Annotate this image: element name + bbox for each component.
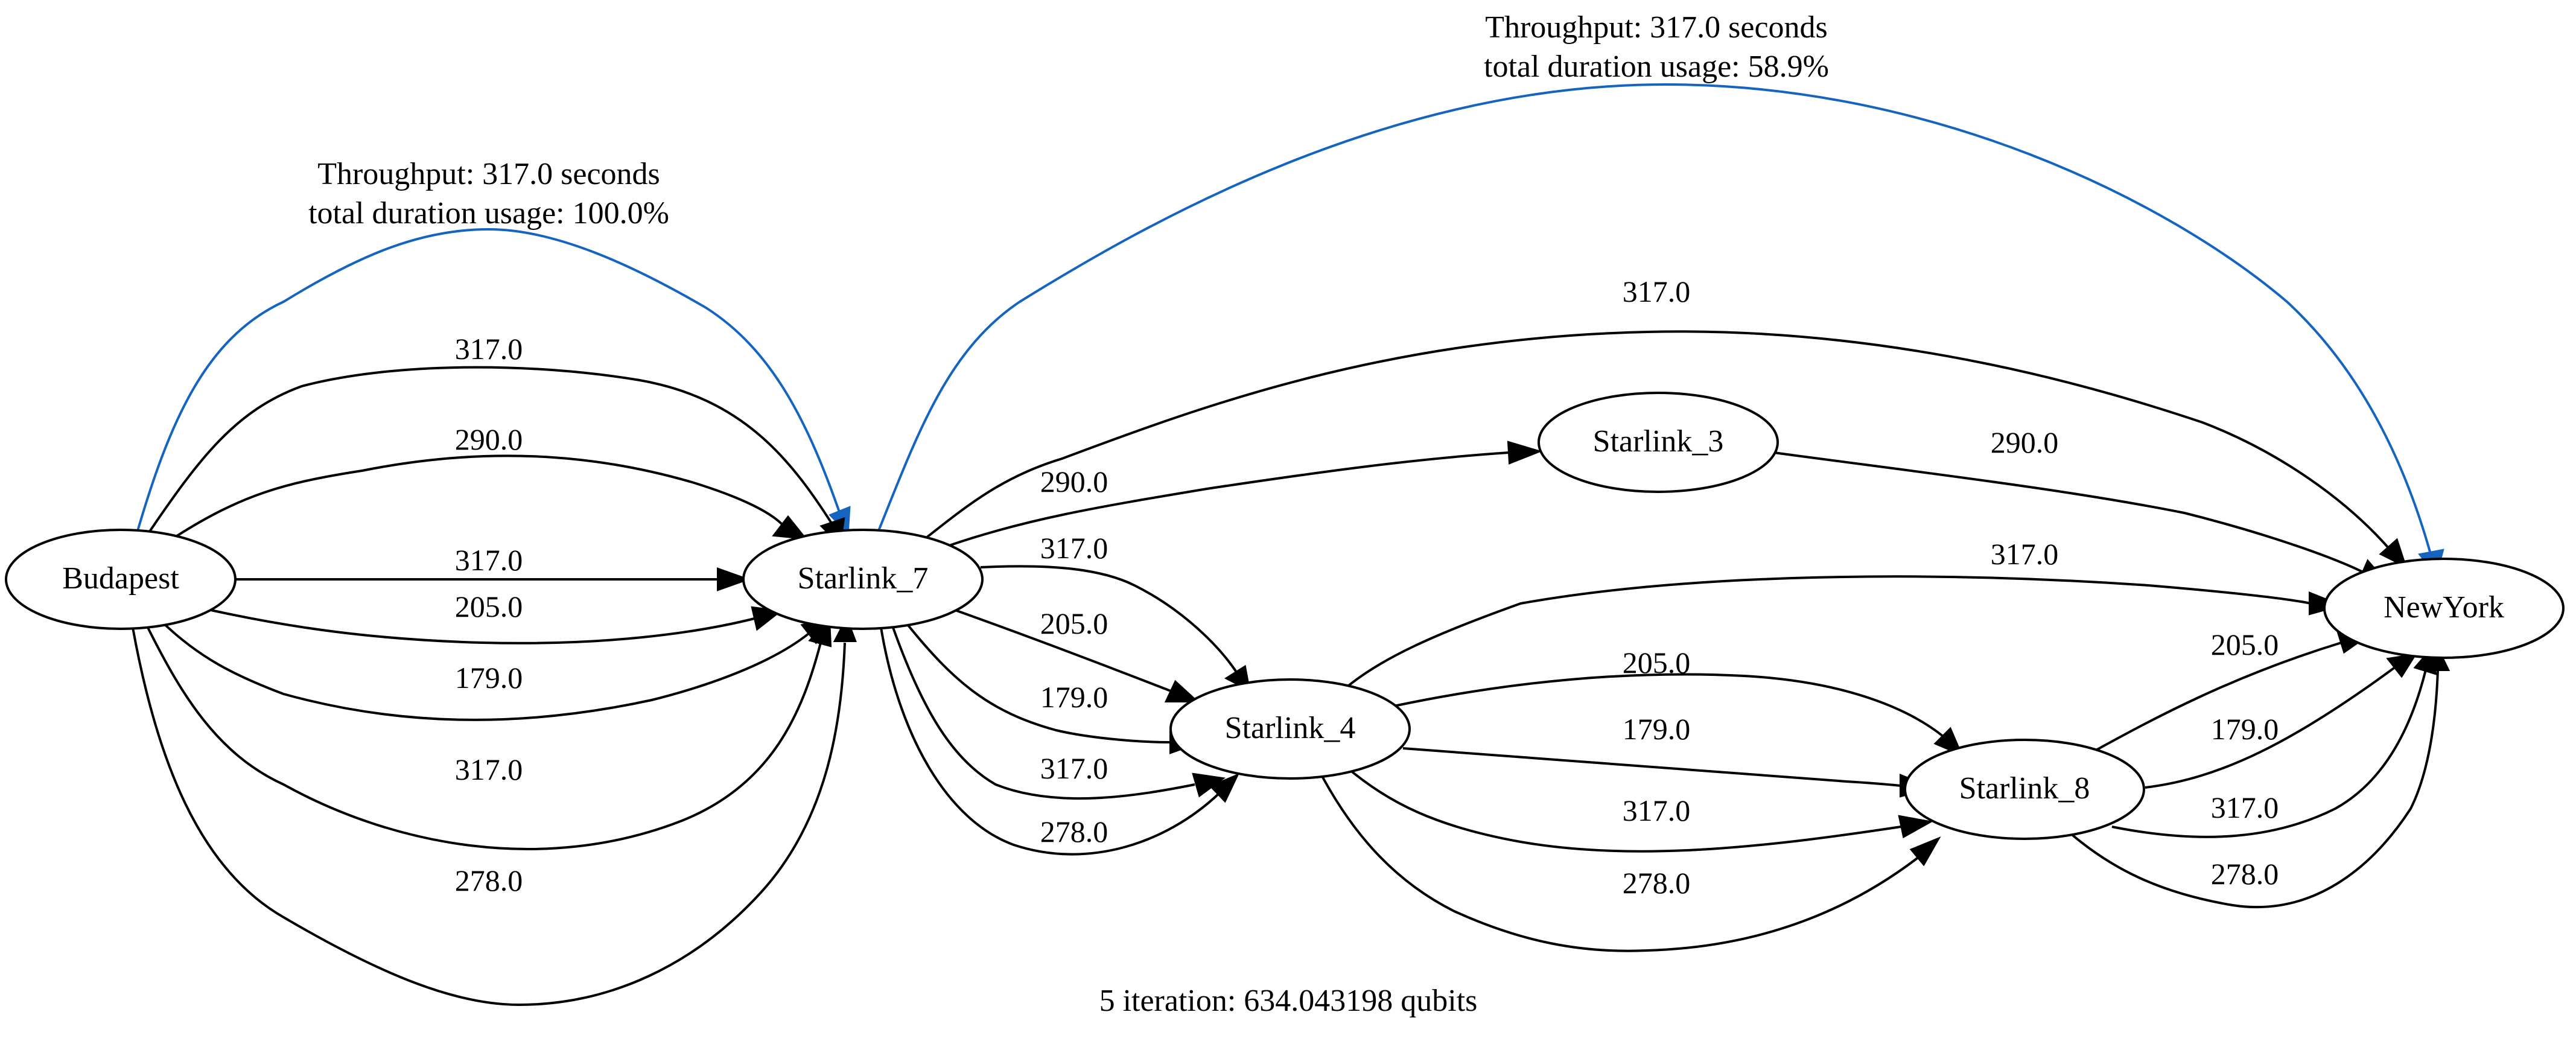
edge-label: 290.0 [1040, 465, 1108, 498]
route-line [135, 228, 843, 538]
edge-label: 290.0 [1991, 425, 2059, 459]
route-line [877, 83, 2433, 559]
node-label: Starlink_7 [798, 561, 929, 596]
route-budapest-starlink7 [135, 228, 851, 538]
route-label-usage: total duration usage: 58.9% [1484, 49, 1829, 84]
edge-label: 205.0 [2211, 628, 2279, 661]
edge-label: 317.0 [1991, 537, 2059, 571]
node-label: Starlink_4 [1225, 711, 1356, 745]
edge-label: 179.0 [455, 661, 523, 695]
edge-label: 317.0 [455, 753, 523, 786]
edge-budapest-starlink7 [147, 617, 832, 850]
edge-starlink4-starlink8 [1344, 765, 1933, 853]
node-starlink7: Starlink_7 [742, 529, 984, 630]
route-label-throughput: Throughput: 317.0 seconds [317, 157, 660, 191]
edge-label: 205.0 [455, 590, 523, 623]
edge-label: 205.0 [1623, 646, 1691, 680]
graph-caption: 5 iteration: 634.043198 qubits [1099, 984, 1478, 1018]
edge-label: 317.0 [1040, 751, 1108, 785]
edge-label: 278.0 [2211, 857, 2279, 891]
edge-label: 317.0 [1623, 275, 1691, 308]
edge-starlink3-newyork [1773, 451, 2391, 586]
edge-label: 278.0 [455, 864, 523, 897]
edge-starlink7-starlink3 [947, 441, 1543, 547]
edge-starlink8-newyork [2145, 653, 2418, 789]
edge-starlink7-newyork [922, 330, 2408, 568]
edge-budapest-starlink7 [235, 567, 751, 591]
edge-budapest-starlink7 [174, 454, 808, 540]
edge-label: 205.0 [1040, 606, 1108, 640]
route-label-usage: total duration usage: 100.0% [308, 196, 669, 231]
node-starlink8: Starlink_8 [1904, 739, 2145, 840]
node-starlink3: Starlink_3 [1538, 392, 1779, 493]
edge-starlink4-newyork [1344, 575, 2344, 689]
edge-label: 317.0 [455, 543, 523, 577]
edge-starlink7-starlink4 [880, 627, 1240, 856]
edge-label: 317.0 [2211, 791, 2279, 824]
edge-label: 278.0 [1040, 815, 1108, 848]
node-label: Budapest [62, 561, 179, 596]
node-label: Starlink_3 [1593, 424, 1724, 459]
edge-label: 317.0 [455, 332, 523, 366]
edge-starlink4-starlink8 [1317, 769, 1941, 952]
node-budapest: Budapest [5, 529, 237, 630]
edge-starlink7-starlink4 [980, 565, 1251, 692]
edge-starlink4-starlink8 [1402, 747, 1935, 798]
edge-label: 278.0 [1623, 866, 1691, 900]
edge-label: 317.0 [1040, 531, 1108, 565]
edge-label: 179.0 [1623, 712, 1691, 746]
edge-label: 179.0 [2211, 712, 2279, 746]
node-label: NewYork [2384, 590, 2504, 625]
edge-label: 317.0 [1623, 794, 1691, 827]
edge-label: 179.0 [1040, 680, 1108, 714]
route-label-throughput: Throughput: 317.0 seconds [1485, 10, 1828, 45]
edge-starlink7-starlink4 [953, 608, 1200, 702]
edge-starlink8-newyork [2069, 646, 2450, 909]
node-starlink4: Starlink_4 [1169, 678, 1411, 780]
node-label: Starlink_8 [1959, 771, 2090, 806]
route-starlink7-newyork [877, 83, 2444, 578]
node-newyork: NewYork [2323, 558, 2565, 659]
edge-label: 290.0 [455, 422, 523, 456]
